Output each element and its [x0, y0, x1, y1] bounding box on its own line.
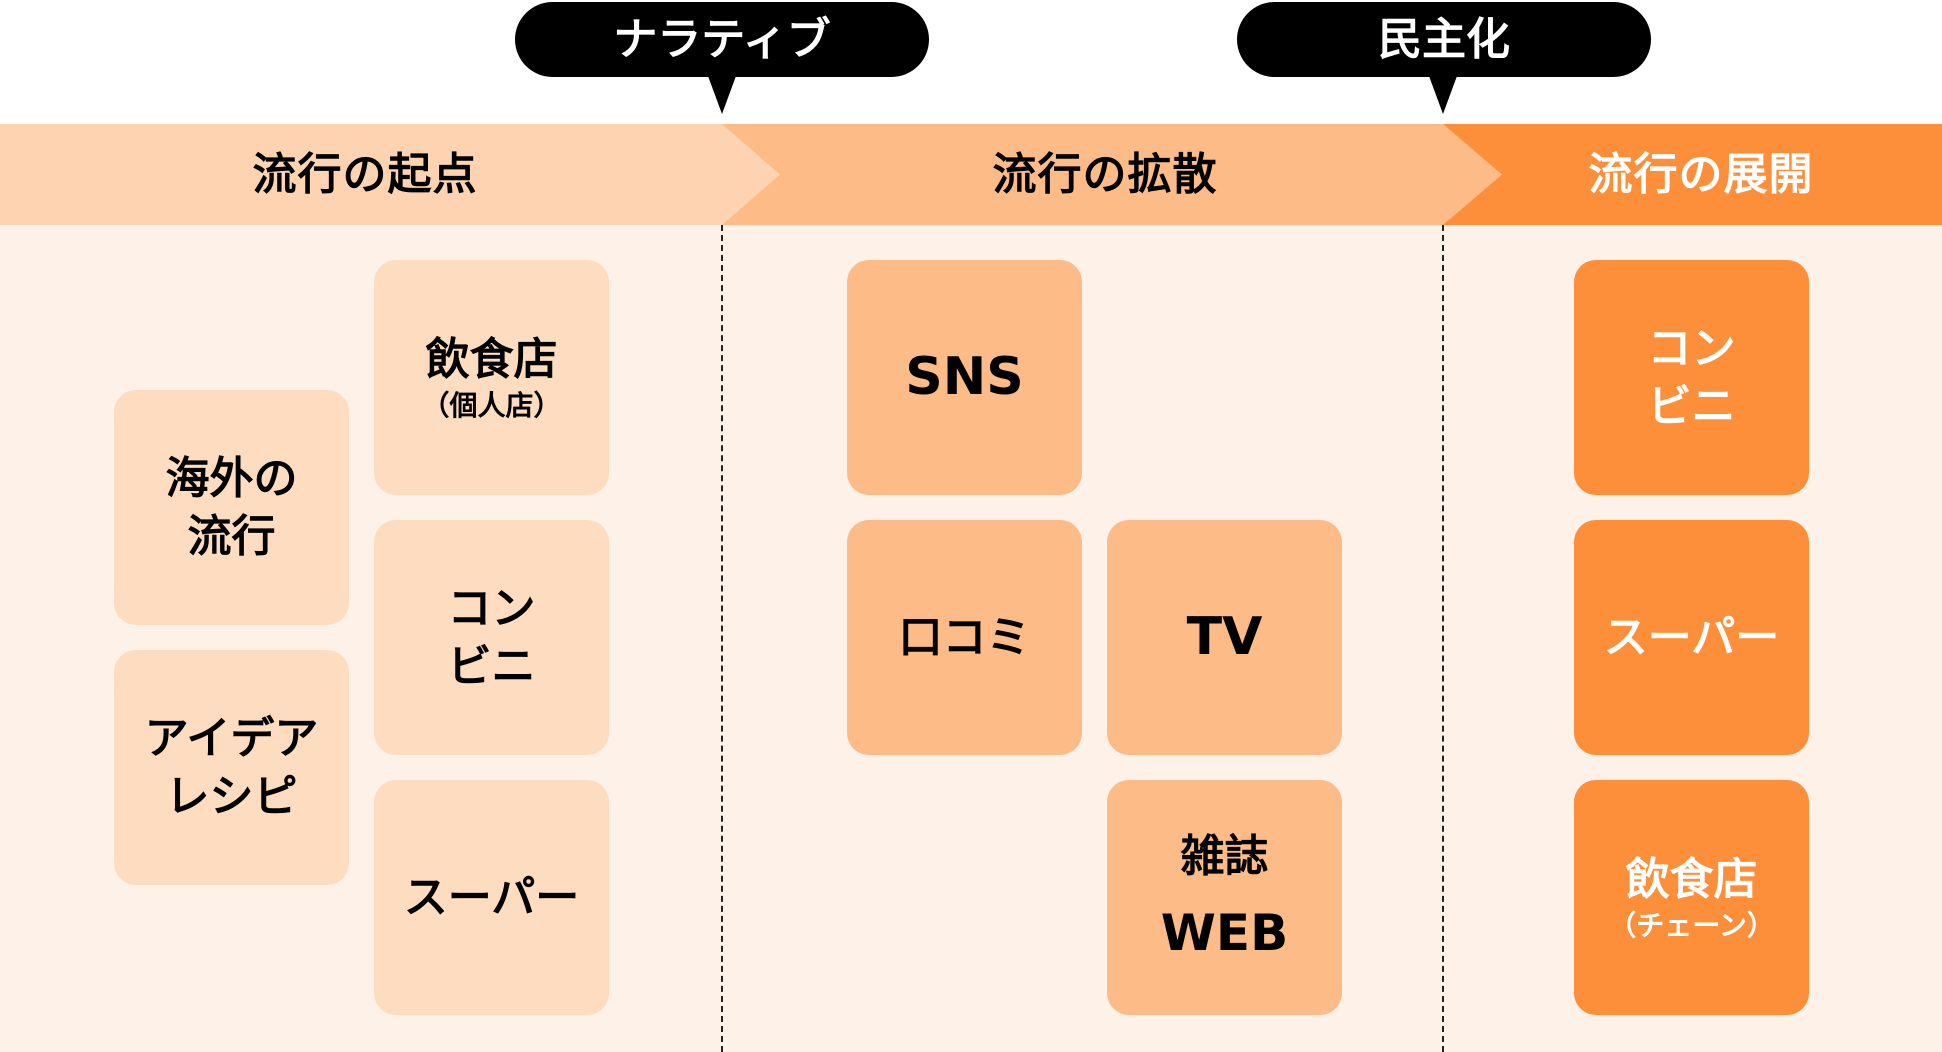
- box-text: スーパー: [1603, 611, 1780, 663]
- box-tv: TV: [1107, 520, 1342, 755]
- callout-tail: [1429, 76, 1457, 114]
- box-supermarket: スーパー: [374, 780, 609, 1015]
- box-text: レシピ: [165, 770, 298, 822]
- box-text: ビニ: [447, 640, 536, 692]
- callout-democratization: 民主化: [1237, 2, 1651, 77]
- stage-3-label: 流行の展開: [1588, 149, 1814, 200]
- box-idea-recipe: アイデア レシピ: [114, 650, 349, 885]
- box-text: アイデア: [144, 713, 319, 765]
- callout-narrative: ナラティブ: [515, 2, 929, 77]
- box-text: 口コミ: [898, 611, 1031, 663]
- stage-1-label: 流行の起点: [252, 149, 478, 200]
- box-magazine-web: 雑誌 WEB: [1107, 780, 1342, 1015]
- box-text: 海外の: [165, 453, 298, 505]
- box-convenience-store-expansion: コン ビニ: [1574, 260, 1809, 495]
- box-subtext: （個人店）: [421, 388, 562, 422]
- callout-tail: [708, 76, 736, 114]
- box-text: コン: [1647, 323, 1736, 375]
- box-text: ビニ: [1647, 380, 1736, 432]
- box-text: 雑誌: [1180, 831, 1269, 883]
- box-text: WEB: [1160, 903, 1289, 962]
- box-subtext: （チェーン）: [1608, 908, 1775, 942]
- box-text: SNS: [905, 346, 1024, 407]
- box-text: 流行: [187, 510, 276, 562]
- stage-divider: [721, 225, 723, 1052]
- box-text: スーパー: [403, 871, 580, 923]
- box-convenience-store: コン ビニ: [374, 520, 609, 755]
- stage-arrows: [0, 124, 1942, 225]
- box-sns: SNS: [847, 260, 1082, 495]
- stage-1-arrow: [0, 124, 780, 225]
- box-text: コン: [447, 583, 536, 635]
- stage-2-label: 流行の拡散: [992, 149, 1218, 200]
- box-word-of-mouth: 口コミ: [847, 520, 1082, 755]
- box-restaurant-independent: 飲食店 （個人店）: [374, 260, 609, 495]
- box-text: 飲食店: [425, 333, 558, 385]
- box-text: 飲食店: [1625, 853, 1758, 905]
- box-text: TV: [1186, 606, 1263, 667]
- box-restaurant-chain: 飲食店 （チェーン）: [1574, 780, 1809, 1015]
- stage-divider: [1442, 225, 1444, 1052]
- stage-band: [0, 124, 1942, 225]
- box-overseas-trend: 海外の 流行: [114, 390, 349, 625]
- box-supermarket-expansion: スーパー: [1574, 520, 1809, 755]
